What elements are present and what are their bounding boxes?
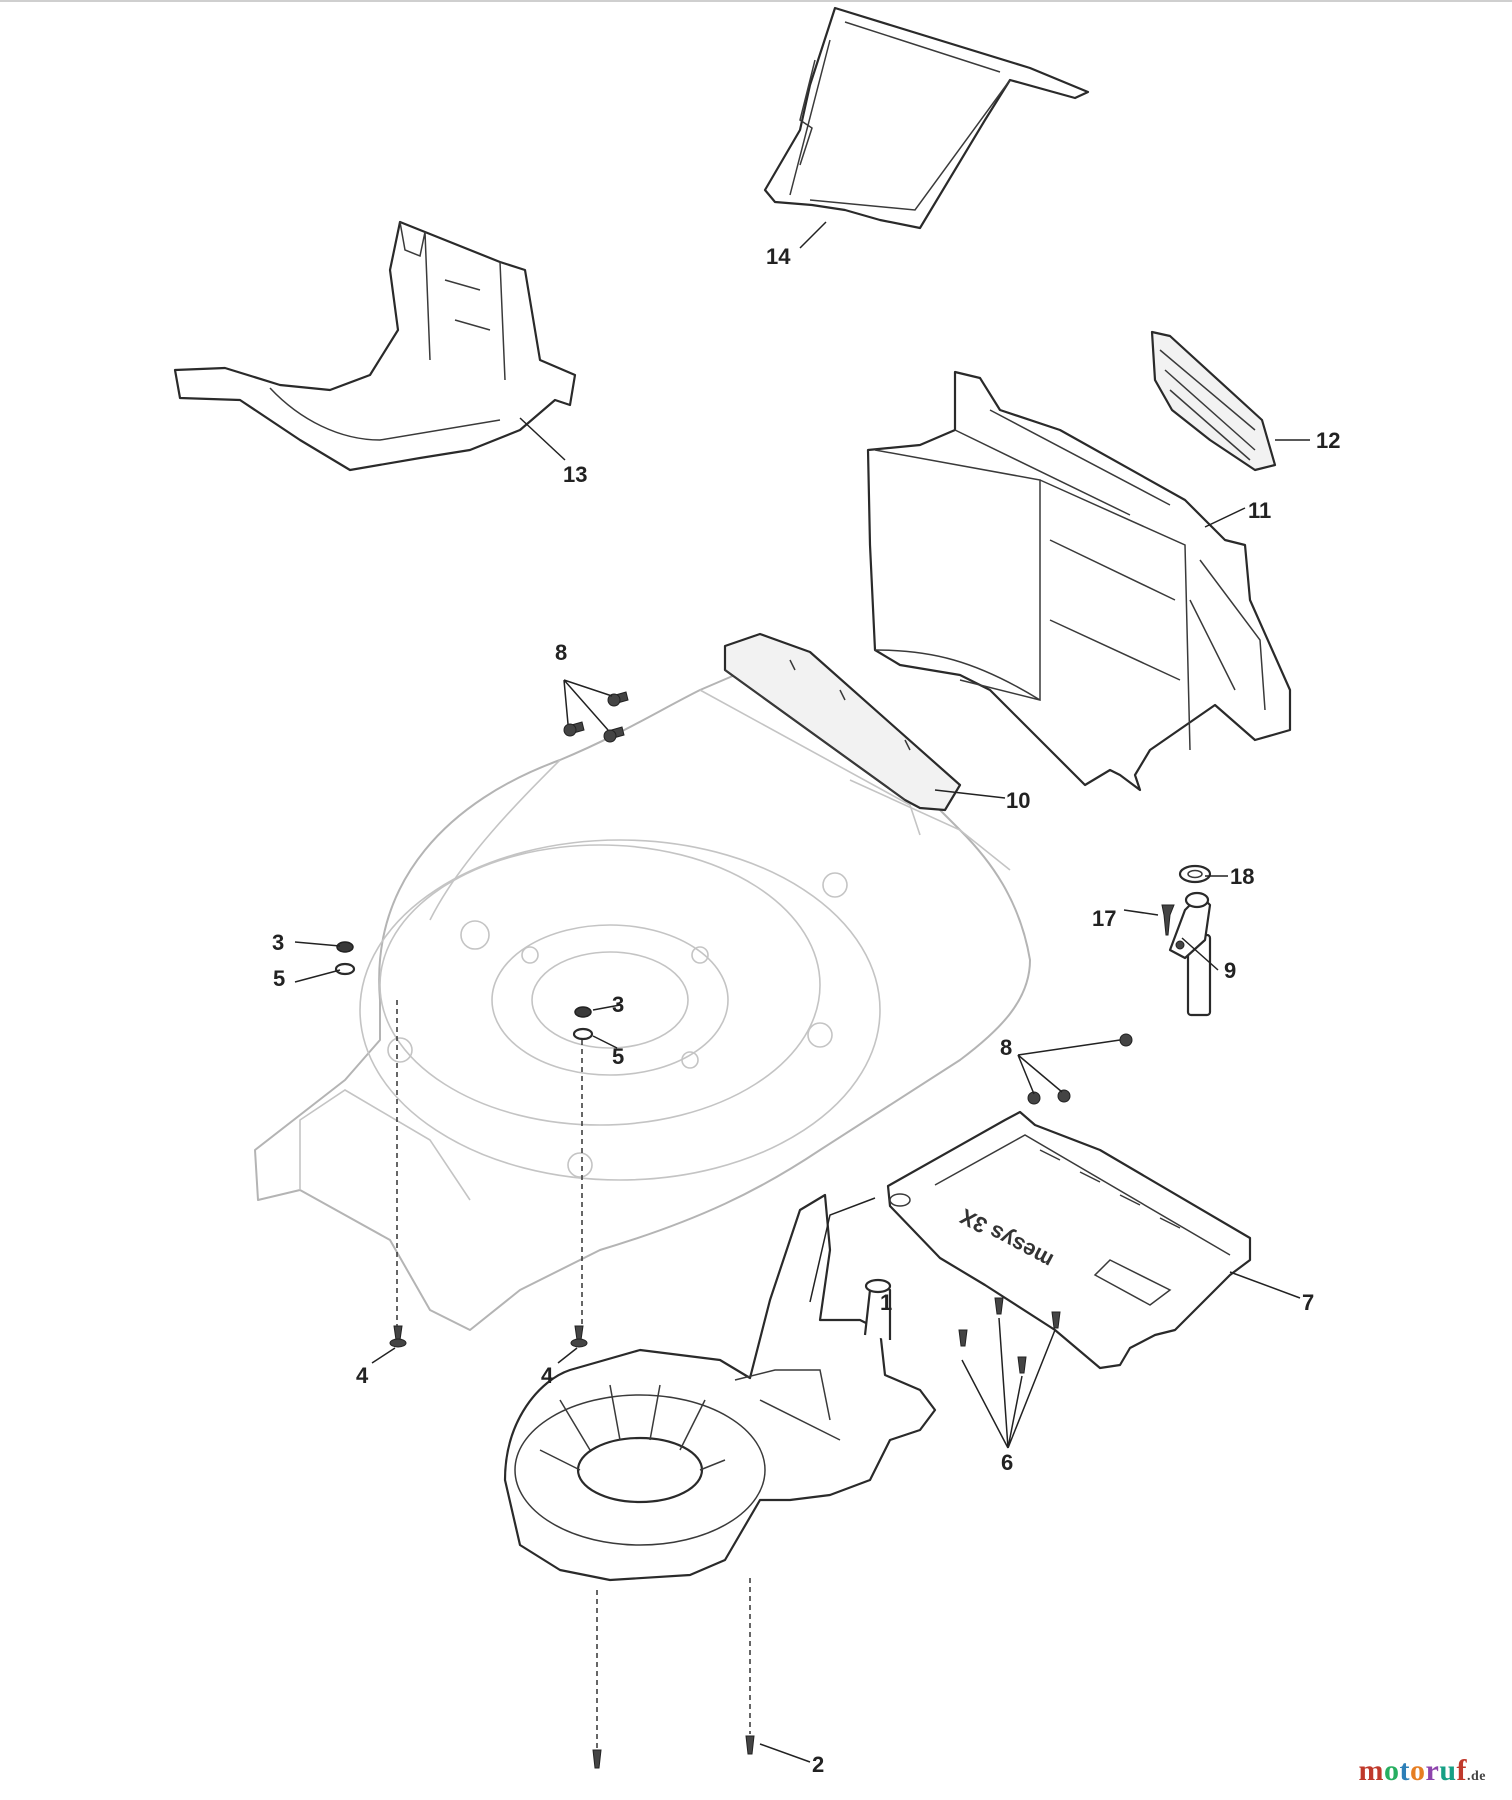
label-part-13: 13: [563, 462, 587, 487]
label-part-8-top: 8: [555, 640, 567, 665]
mower-deck: [254, 674, 1031, 1331]
part-1-blade-housing: [503, 1193, 937, 1582]
logo-letter: u: [1439, 1754, 1457, 1787]
label-part-14: 14: [766, 244, 791, 269]
logo-letter: m: [1358, 1754, 1384, 1787]
label-part-5-center: 5: [612, 1044, 624, 1069]
part-7-underguard: mesys 3X: [886, 1110, 1252, 1370]
label-part-11: 11: [1248, 498, 1271, 523]
part-14-rear-flap: [763, 6, 1090, 230]
logo-letter: o: [1409, 1754, 1426, 1787]
label-part-2: 2: [812, 1752, 824, 1777]
part-13-mulch-insert: [173, 220, 577, 472]
label-part-6: 6: [1001, 1450, 1013, 1475]
label-part-1: 1: [880, 1290, 892, 1315]
part-18-washer: [1178, 864, 1212, 884]
site-logo: motoruf.de: [1358, 1754, 1486, 1788]
label-part-9: 9: [1224, 958, 1236, 983]
label-part-3-left: 3: [272, 930, 284, 955]
part-12-vent-cover: [1150, 330, 1277, 472]
dashed-guides: [396, 1000, 751, 1748]
label-part-12: 12: [1316, 428, 1340, 453]
leader-lines: [294, 221, 1310, 1763]
label-part-5-left: 5: [273, 966, 285, 991]
part-17-screw: [1161, 904, 1175, 936]
label-part-17: 17: [1092, 906, 1116, 931]
logo-letter: r: [1425, 1754, 1440, 1787]
part-labels: 1 2 3 3 4 4 5 5 6 7 8 8 9 10 11 12 13 14…: [272, 244, 1340, 1777]
part-10-rear-cover: [723, 632, 962, 812]
fasteners: [334, 691, 1133, 1769]
label-part-4-center: 4: [541, 1363, 554, 1388]
part-11-bag-frame: [866, 370, 1292, 792]
label-part-3-center: 3: [612, 992, 624, 1017]
label-part-8-right: 8: [1000, 1035, 1012, 1060]
part-9-height-lever: [1168, 891, 1212, 1017]
logo-letter: t: [1399, 1754, 1410, 1787]
label-part-18: 18: [1230, 864, 1254, 889]
label-part-10: 10: [1006, 788, 1030, 813]
logo-suffix: .de: [1467, 1769, 1486, 1784]
logo-letter: o: [1383, 1754, 1400, 1787]
logo-letter: f: [1456, 1754, 1467, 1787]
label-part-7: 7: [1302, 1290, 1314, 1315]
label-part-4-left: 4: [356, 1363, 369, 1388]
